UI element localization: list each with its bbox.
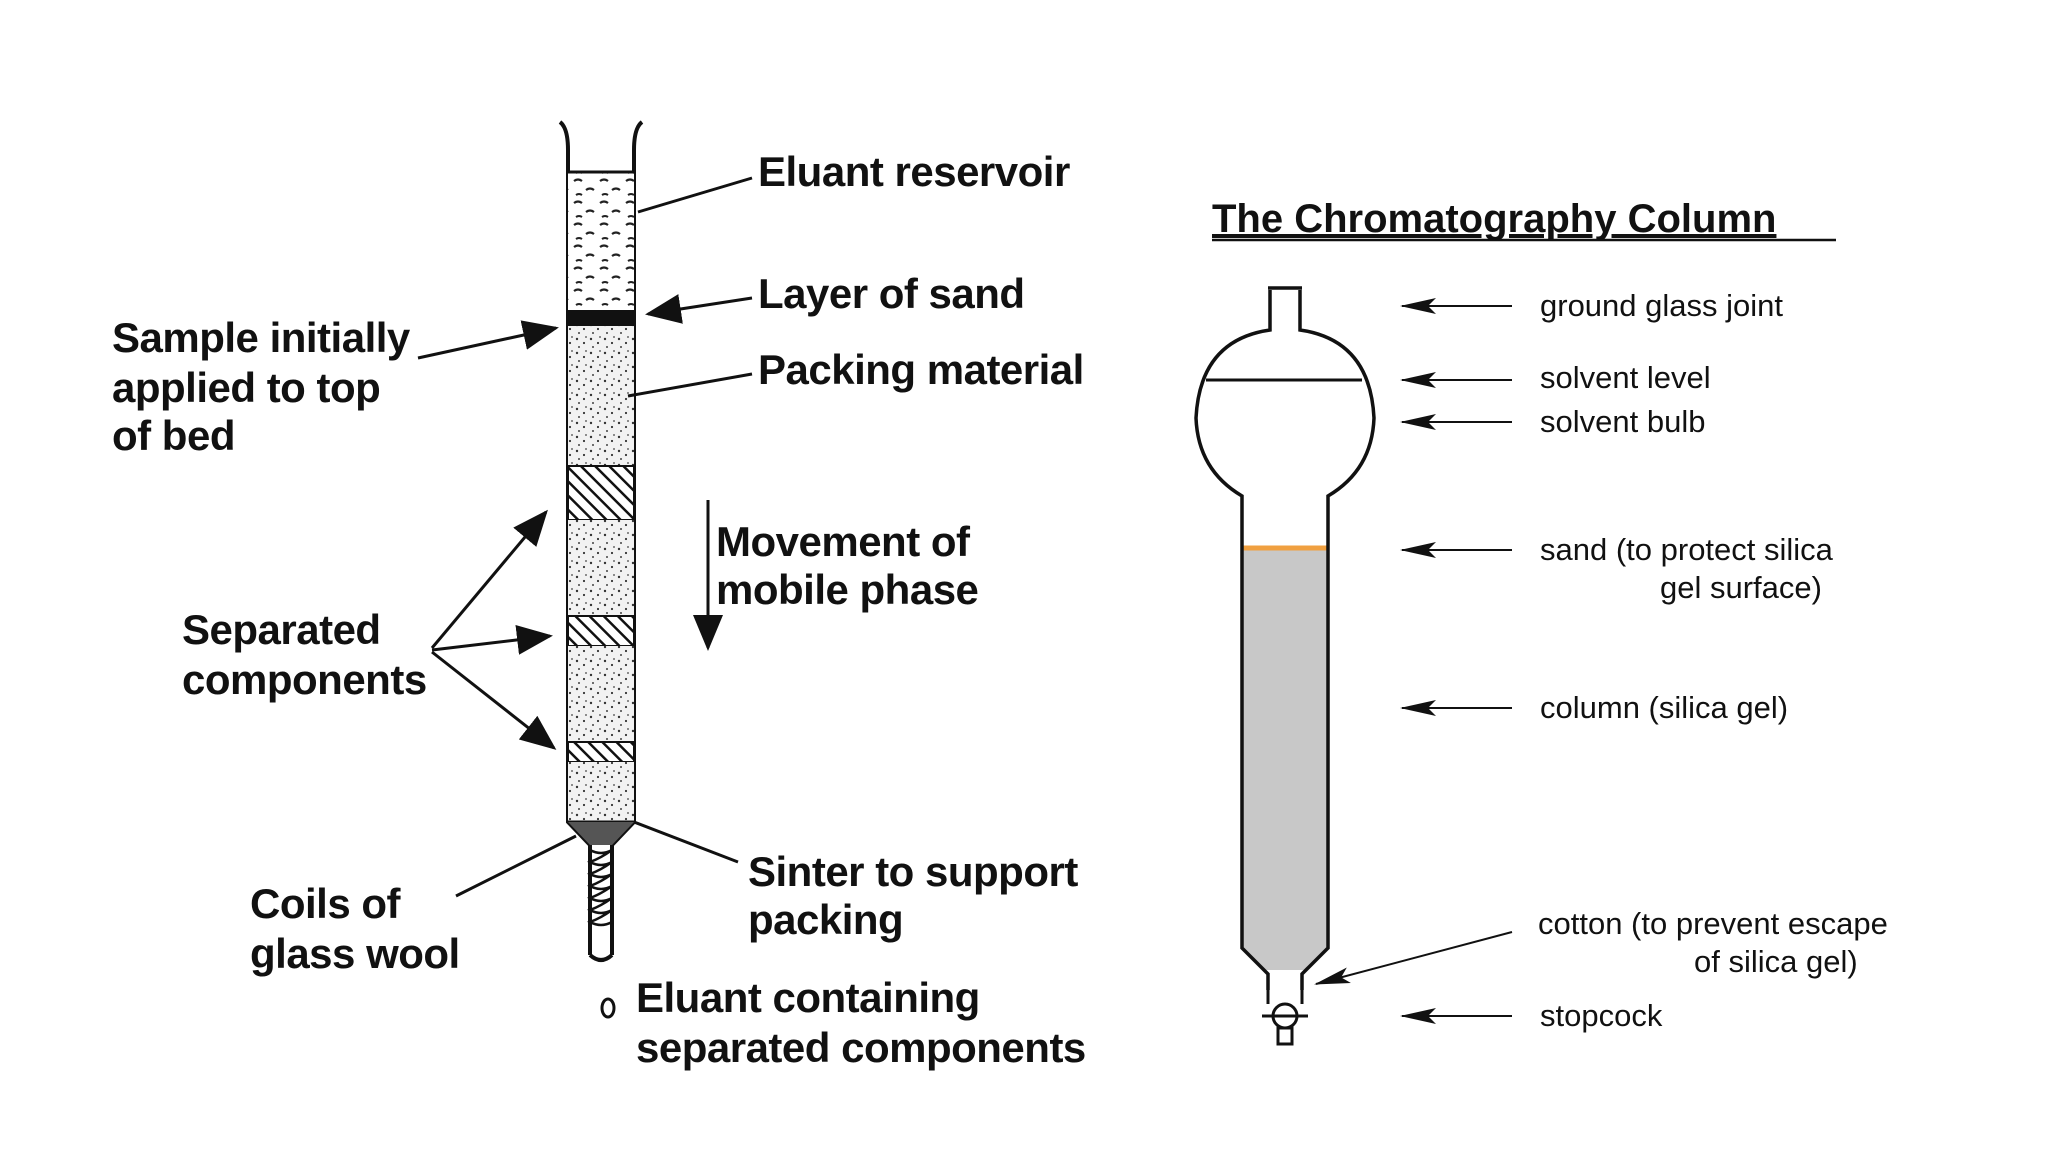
label-layer-of-sand: Layer of sand	[758, 270, 1025, 317]
right-column-diagram: The Chromatography Column ground glass j…	[1194, 197, 1888, 1046]
label-sand-line2: gel surface)	[1660, 570, 1822, 605]
label-column: column (silica gel)	[1540, 690, 1788, 725]
silica-gel-fill	[1242, 546, 1328, 970]
label-coils-line1: Coils of	[250, 880, 402, 927]
glass-wool-coils	[586, 848, 613, 927]
leader-separated-3	[431, 650, 557, 750]
label-movement-line2: mobile phase	[716, 566, 978, 613]
label-sinter-line2: packing	[748, 896, 903, 943]
separated-band-3	[567, 741, 635, 763]
leader-packing-material	[627, 372, 753, 398]
separated-band-2	[567, 615, 635, 647]
leader-eluant-reservoir	[637, 176, 753, 214]
label-movement-line1: Movement of	[716, 518, 971, 565]
label-separated-line2: components	[182, 656, 427, 703]
glass-wool-top	[568, 822, 634, 845]
label-sample-line3: of bed	[112, 412, 235, 459]
label-sand-line1: sand (to protect silica	[1540, 532, 1834, 567]
label-cotton-line2: of silica gel)	[1694, 944, 1858, 979]
label-eluant-out-line2: separated components	[636, 1024, 1086, 1071]
label-eluant-reservoir: Eluant reservoir	[758, 148, 1070, 195]
diagram-title: The Chromatography Column	[1212, 197, 1776, 241]
label-eluant-out-line1: Eluant containing	[636, 974, 980, 1021]
column-outline	[1194, 290, 1376, 990]
label-stopcock: stopcock	[1540, 998, 1663, 1033]
label-separated-line1: Separated	[182, 606, 381, 653]
label-solvent-level: solvent level	[1540, 360, 1711, 395]
eluant-drop-icon	[600, 997, 616, 1019]
eluant-reservoir-fill	[568, 172, 634, 310]
label-cotton-line1: cotton (to prevent escape	[1538, 906, 1888, 941]
leader-separated-1	[430, 509, 548, 649]
left-column-diagram: Eluant reservoir Layer of sand Packing m…	[112, 120, 1086, 1071]
label-solvent-bulb: solvent bulb	[1540, 404, 1705, 439]
arrow-cotton	[1314, 931, 1513, 985]
label-packing-material: Packing material	[758, 346, 1084, 393]
leader-layer-of-sand	[645, 294, 753, 324]
label-coils-line2: glass wool	[250, 930, 460, 977]
leader-separated-2	[431, 624, 553, 655]
separated-band-1	[567, 465, 635, 521]
leader-coils	[455, 834, 577, 898]
label-ground-glass-joint: ground glass joint	[1540, 288, 1783, 323]
label-sample-line2: applied to top	[112, 364, 380, 411]
label-sample-line1: Sample initially	[112, 314, 411, 361]
packing-material-fill	[568, 326, 634, 466]
leader-sinter	[633, 820, 739, 864]
label-sinter-line1: Sinter to support	[748, 848, 1078, 895]
sand-layer	[568, 310, 634, 326]
leader-sample	[417, 320, 559, 360]
